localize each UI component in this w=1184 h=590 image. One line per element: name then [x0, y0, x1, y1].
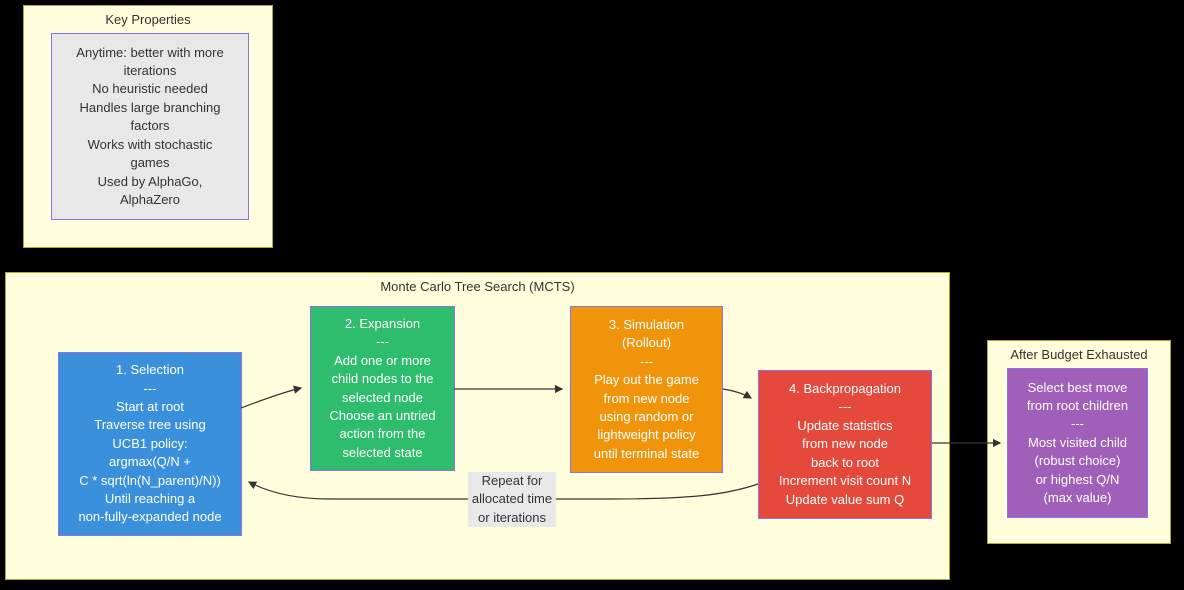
selection-node: 1. Selection --- Start at root Traverse …: [58, 352, 242, 536]
after-budget-title: After Budget Exhausted: [1010, 347, 1148, 362]
key-properties-text: Anytime: better with more iterations No …: [76, 44, 224, 207]
simulation-node: 3. Simulation (Rollout) --- Play out the…: [570, 306, 723, 473]
mcts-title: Monte Carlo Tree Search (MCTS): [380, 279, 575, 294]
backpropagation-node-text: 4. Backpropagation --- Update statistics…: [778, 381, 912, 507]
best-move-node-text: Select best move from root children --- …: [1026, 379, 1129, 506]
simulation-node-text: 3. Simulation (Rollout) --- Play out the…: [593, 316, 700, 461]
selection-node-text: 1. Selection --- Start at root Traverse …: [78, 362, 222, 525]
backpropagation-node: 4. Backpropagation --- Update statistics…: [758, 370, 932, 519]
best-move-node: Select best move from root children --- …: [1007, 368, 1148, 518]
repeat-edge-label: Repeat for allocated time or iterations: [467, 472, 557, 528]
expansion-node: 2. Expansion --- Add one or more child n…: [310, 306, 455, 471]
key-properties-title: Key Properties: [105, 12, 191, 27]
key-properties-note: Anytime: better with more iterations No …: [51, 33, 249, 220]
expansion-node-text: 2. Expansion --- Add one or more child n…: [329, 315, 436, 460]
